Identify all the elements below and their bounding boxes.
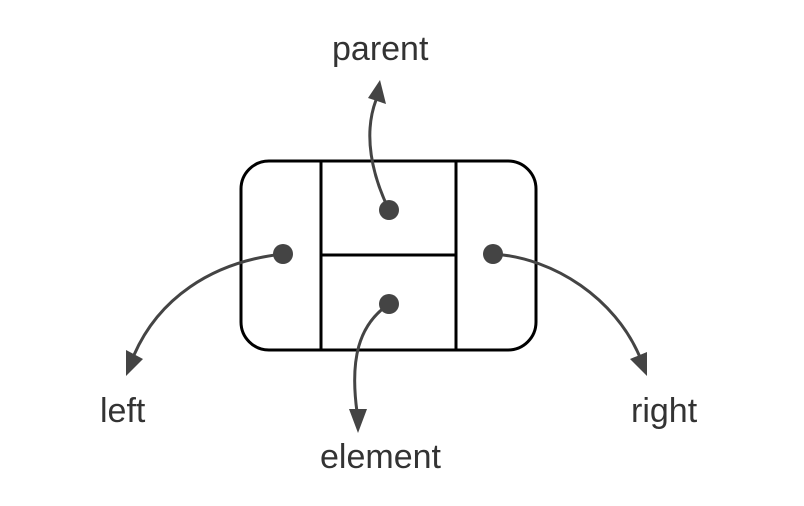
- parent-label: parent: [332, 30, 429, 68]
- parent-arrowhead: [368, 80, 386, 104]
- element-arrowhead: [349, 409, 367, 433]
- right-label: right: [631, 392, 698, 430]
- right-arrowhead: [630, 352, 647, 376]
- parent-pointer-line: [368, 98, 391, 212]
- parent-pointer-dot: [379, 200, 399, 220]
- element-pointer-dot: [379, 294, 399, 314]
- element-label: element: [320, 438, 441, 476]
- left-pointer-line: [132, 252, 285, 357]
- left-label: left: [100, 392, 146, 430]
- right-pointer-line: [491, 252, 641, 357]
- right-pointer-dot: [483, 244, 503, 264]
- element-pointer-line: [353, 302, 391, 414]
- left-pointer-dot: [273, 244, 293, 264]
- node-outline: [239, 159, 538, 352]
- tree-node: [239, 159, 538, 352]
- left-arrowhead: [126, 350, 143, 376]
